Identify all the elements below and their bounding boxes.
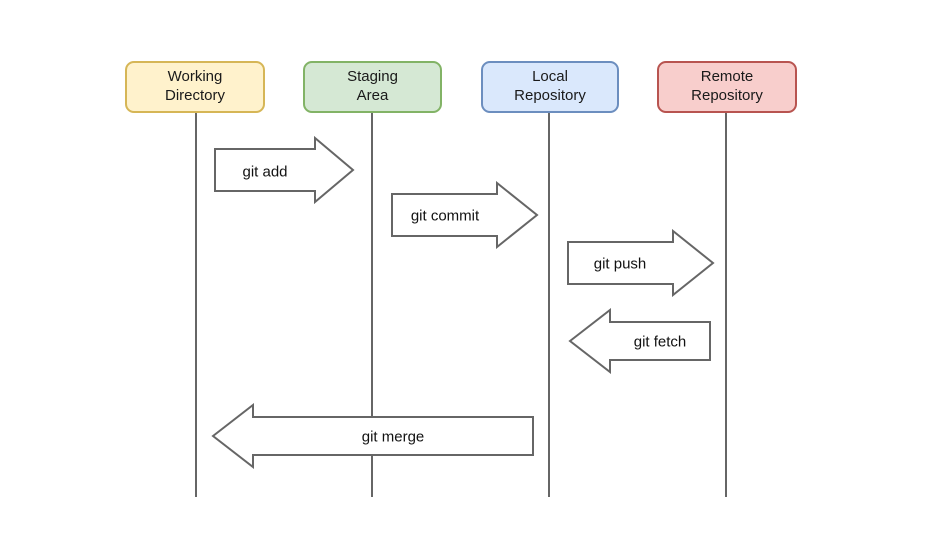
arrow-git-merge-label: git merge: [361, 428, 425, 446]
node-remote-repository: Remote Repository: [657, 61, 797, 113]
node-remote-repository-label-line1: Remote: [700, 68, 754, 86]
node-local-repository: Local Repository: [481, 61, 619, 113]
node-staging-area: Staging Area: [303, 61, 442, 113]
node-local-repository-label-line1: Local: [532, 68, 568, 86]
arrow-git-add: [214, 136, 355, 204]
arrow-git-fetch-label: git fetch: [633, 333, 687, 351]
lifeline-staging-area: [371, 113, 373, 497]
node-local-repository-label-line2: Repository: [514, 87, 586, 104]
node-staging-area-label-line2: Area: [356, 87, 389, 104]
arrow-git-merge: [211, 403, 534, 469]
arrow-git-fetch: [568, 308, 711, 374]
lifeline-remote-repository: [725, 113, 727, 497]
node-working-directory-label-line2: Directory: [164, 87, 225, 104]
lifeline-local-repository: [548, 113, 550, 497]
arrow-git-commit-label: git commit: [410, 207, 480, 225]
arrow-git-push: [567, 229, 715, 297]
arrow-git-add-label: git add: [242, 163, 288, 181]
arrow-git-push-label: git push: [593, 255, 647, 273]
node-working-directory-label-line1: Working: [167, 68, 223, 86]
node-remote-repository-label-line2: Repository: [691, 87, 763, 104]
node-working-directory: Working Directory: [125, 61, 265, 113]
lifeline-working-directory: [195, 113, 197, 497]
arrow-git-commit: [391, 181, 539, 249]
node-staging-area-label-line1: Staging: [347, 68, 398, 86]
